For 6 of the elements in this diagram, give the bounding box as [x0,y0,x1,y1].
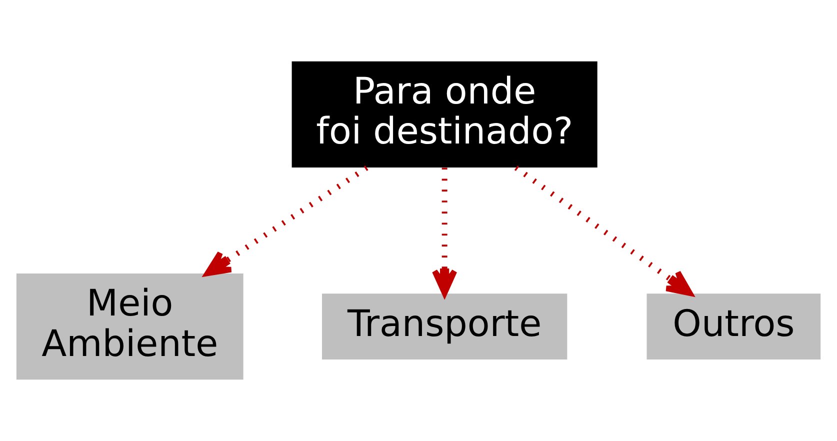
node-box: Meio Ambiente [16,274,244,380]
node-box: Outros [646,294,821,360]
arrow [204,165,368,276]
arrow [514,166,693,296]
node-box: Transporte [322,294,568,360]
node-box: Para onde foi destinado? [292,61,598,168]
